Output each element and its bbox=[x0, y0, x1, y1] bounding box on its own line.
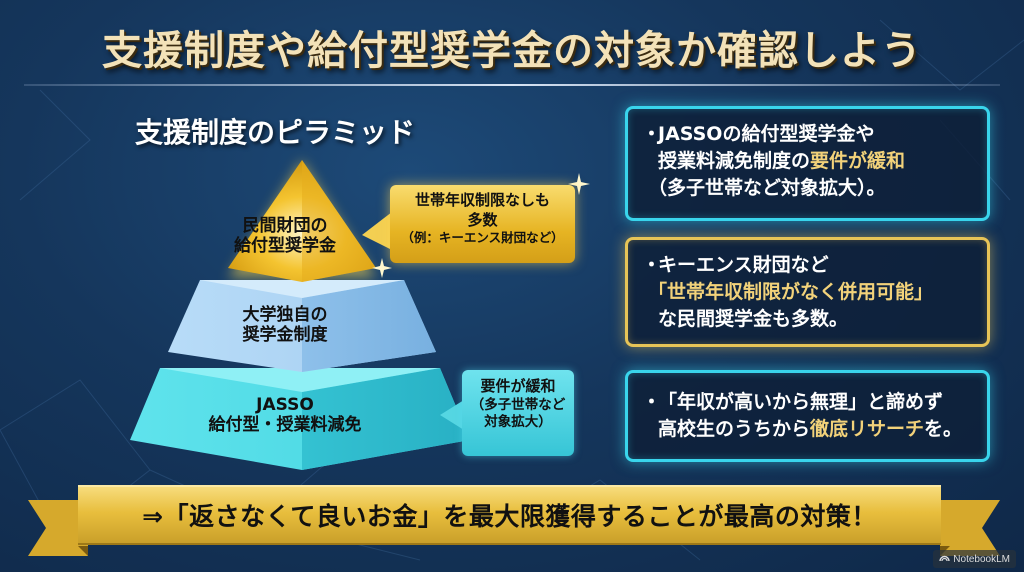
title-divider bbox=[24, 84, 1000, 86]
watermark-text: NotebookLM bbox=[953, 553, 1010, 565]
conclusion-banner: ⇒「返さなくて良いお金」を最大限獲得することが最高の対策！ bbox=[78, 485, 941, 545]
page-title: 支援制度や給付型奨学金の対象か確認しよう bbox=[102, 28, 922, 74]
info-text: 「年収が高いから無理」と諦めず bbox=[658, 391, 944, 413]
tier-label-line: 給付型奨学金 bbox=[234, 236, 336, 257]
info-text: 高校生のうちから bbox=[658, 417, 811, 440]
info-text: を。 bbox=[924, 417, 963, 440]
bullet-icon: ・ bbox=[642, 123, 662, 145]
notebooklm-icon bbox=[939, 553, 950, 565]
bullet-icon: ・ bbox=[642, 254, 662, 276]
callout-requirements-relaxed: 要件が緩和 （多子世帯など 対象拡大） bbox=[462, 370, 574, 456]
info-text: 授業料減免制度の bbox=[658, 149, 811, 172]
pyramid-tier-private-foundation: 民間財団の 給付型奨学金 bbox=[210, 216, 360, 257]
info-box-jasso: ・ JASSOの給付型奨学金や 授業料減免制度の要件が緩和 （多子世帯など対象拡… bbox=[625, 106, 990, 221]
notebooklm-watermark: NotebookLM bbox=[933, 550, 1016, 568]
info-highlight: 「世帯年収制限がなく併用可能」 bbox=[648, 280, 934, 303]
info-text: な民間奨学金も多数。 bbox=[658, 307, 849, 330]
info-box-research: ・ 「年収が高いから無理」と諦めず 高校生のうちから徹底リサーチを。 bbox=[625, 370, 990, 462]
callout-no-income-limit: 世帯年収制限なしも 多数 （例：キーエンス財団など） bbox=[390, 185, 575, 263]
callout-line: 要件が緩和 bbox=[480, 377, 556, 395]
pyramid-tier-university: 大学独自の 奨学金制度 bbox=[200, 305, 370, 346]
tier-label-line: 給付型・授業料減免 bbox=[208, 415, 362, 436]
info-text: キーエンス財団など bbox=[658, 254, 829, 276]
callout-line: （多子世帯など bbox=[470, 396, 566, 413]
callout-line: 対象拡大） bbox=[484, 414, 552, 431]
pyramid-tier-jasso: JASSO 給付型・授業料減免 bbox=[175, 395, 395, 436]
info-highlight: 徹底リサーチ bbox=[810, 417, 925, 440]
callout-line: （例：キーエンス財団など） bbox=[401, 230, 564, 245]
tier-label-line: 奨学金制度 bbox=[242, 325, 328, 346]
info-text: （多子世帯など対象拡大）。 bbox=[648, 176, 886, 199]
pyramid-heading: 支援制度のピラミッド bbox=[135, 116, 416, 149]
bullet-icon: ・ bbox=[642, 391, 662, 413]
tier-label-line: 民間財団の bbox=[242, 216, 328, 236]
tier-label-line: JASSO bbox=[256, 395, 314, 415]
info-highlight: 要件が緩和 bbox=[810, 149, 906, 172]
callout-line: 多数 bbox=[467, 210, 498, 229]
ribbon-tail-left bbox=[28, 500, 88, 556]
info-text: JASSOの給付型奨学金や bbox=[658, 123, 875, 145]
info-box-keyence: ・ キーエンス財団など 「世帯年収制限がなく併用可能」 な民間奨学金も多数。 bbox=[625, 237, 990, 347]
banner-text: ⇒「返さなくて良いお金」を最大限獲得することが最高の対策！ bbox=[142, 502, 877, 531]
tier-label-line: 大学独自の bbox=[242, 305, 328, 325]
callout-line: 世帯年収制限なしも bbox=[414, 191, 550, 209]
